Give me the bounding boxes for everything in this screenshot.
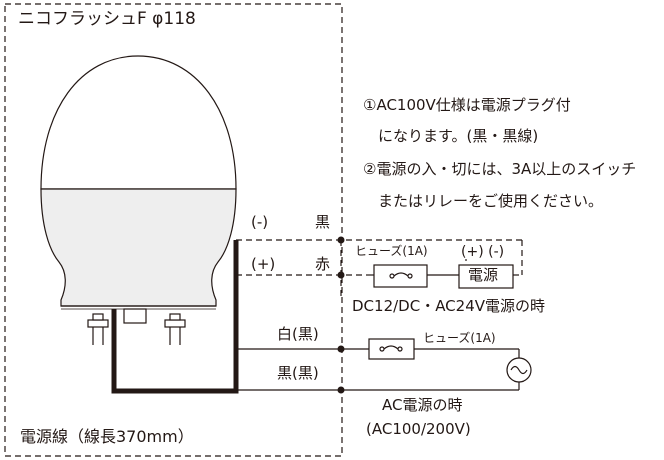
cable-label: 電源線（線長370mm） (20, 427, 194, 446)
dc-minus-sign: (-) (251, 213, 269, 231)
dc-fuse-label: ヒューズ(1A) (355, 244, 428, 258)
ac-caption-line1: AC電源の時 (382, 396, 463, 414)
dc-power-label: 電源 (468, 266, 499, 284)
ac-fuse-label: ヒューズ(1A) (423, 331, 496, 345)
lamp-lower-cover (40, 188, 237, 307)
note-line-2: になります。(黒・黒線) (363, 127, 539, 145)
junction-dots (337, 236, 345, 394)
ac-source-icon (506, 357, 532, 383)
ac-wire2-label: 黒(黒) (277, 364, 319, 382)
ac-wire1-label: 白(黒) (277, 325, 319, 343)
note-line-3: ②電源の入・切には、3A以上のスイッチ (363, 160, 637, 178)
product-boundary (4, 3, 343, 457)
dc-plus-sign: (+) (251, 255, 276, 273)
dc-caption: DC12/DC・AC24V電源の時 (352, 297, 546, 315)
ac-wiring (236, 348, 520, 391)
ac-caption-line2: (AC100/200V) (366, 420, 471, 438)
dc-plus-wire-label: 赤 (315, 255, 331, 273)
power-cable (111, 240, 239, 394)
terminal-right (164, 313, 186, 345)
dc-minus-wire-label: 黒 (315, 213, 331, 231)
note-line-4: またはリレーをご使用ください。 (363, 192, 604, 210)
note-line-1: ①AC100V仕様は電源プラグ付 (363, 96, 571, 114)
product-title: ニコフラッシュF φ118 (18, 9, 196, 29)
terminal-left (87, 313, 109, 345)
dc-fuse (366, 264, 459, 288)
lamp-dome (40, 55, 237, 190)
ac-fuse (368, 338, 415, 360)
dc-power-polarity: (+) (-) (461, 244, 505, 260)
dc-power-box (458, 264, 514, 289)
center-block (123, 308, 147, 324)
